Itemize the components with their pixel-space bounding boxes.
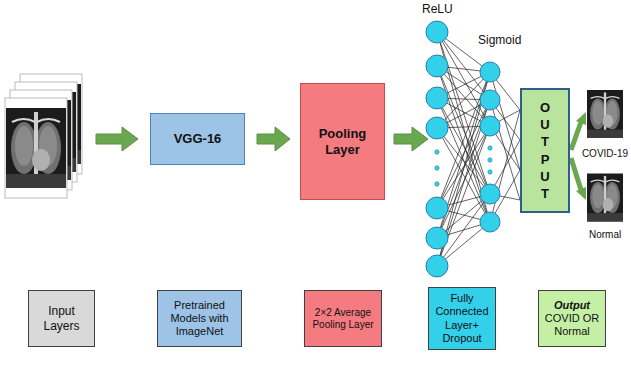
neuron — [426, 255, 448, 277]
ellipsis-dot — [488, 158, 492, 162]
legend-box: OutputCOVID OR Normal — [538, 290, 606, 347]
neuron — [426, 21, 448, 43]
class-label: Normal — [589, 229, 621, 240]
neuron — [426, 227, 448, 249]
layer-activation: Sigmoid — [478, 33, 521, 47]
ellipsis-dot — [488, 170, 492, 174]
neuron — [426, 117, 448, 139]
node-label: Output — [554, 299, 590, 312]
ellipsis-dot — [435, 150, 439, 154]
node-body: COVID OR Normal — [543, 312, 601, 338]
network-line — [437, 98, 490, 194]
ellipsis-dot — [488, 146, 492, 150]
node-label: Pooling Layer — [305, 126, 380, 157]
legend-box: Fully Connected Layer+ Dropout — [428, 287, 496, 350]
normal-xray — [587, 174, 623, 222]
legend-box: Pretrained Models with ImageNet — [157, 290, 242, 347]
node-label: Fully Connected Layer+ Dropout — [433, 292, 491, 345]
neuron — [480, 116, 500, 136]
branch-line — [571, 122, 581, 150]
ellipsis-dot — [435, 182, 439, 186]
neuron — [426, 87, 448, 109]
arrow-head — [576, 187, 586, 200]
network-connections — [437, 32, 520, 266]
xray-frame — [5, 98, 67, 198]
legend-box: Input Layers — [28, 290, 95, 347]
neuron — [426, 197, 448, 219]
neuron — [480, 212, 500, 232]
flow-arrow — [394, 127, 428, 151]
neuron — [480, 62, 500, 82]
output-box: OUTPUT — [520, 88, 570, 213]
node-label: Pretrained Models with ImageNet — [162, 299, 237, 339]
node-label: VGG-16 — [174, 131, 222, 147]
layer-activation: ReLU — [422, 2, 453, 16]
flow-arrow — [257, 127, 290, 151]
arrow-head — [576, 112, 586, 125]
legend-box: 2×2 Average Pooling Layer — [304, 290, 382, 347]
neuron — [480, 184, 500, 204]
model-box: VGG-16 — [150, 113, 245, 165]
node-label: Input Layers — [33, 304, 90, 333]
branch-line — [571, 158, 581, 190]
xray-image — [6, 108, 66, 188]
neuron — [480, 90, 500, 110]
class-label: COVID-19 — [582, 148, 628, 159]
node-label: OUTPUT — [539, 99, 552, 202]
pooling-box: Pooling Layer — [300, 83, 385, 200]
covid-xray — [587, 90, 623, 138]
node-label: 2×2 Average Pooling Layer — [309, 307, 377, 331]
xray-stack — [5, 74, 82, 198]
flow-arrow — [96, 127, 138, 151]
ellipsis-dot — [435, 166, 439, 170]
neuron — [426, 55, 448, 77]
network-neurons — [426, 21, 500, 277]
